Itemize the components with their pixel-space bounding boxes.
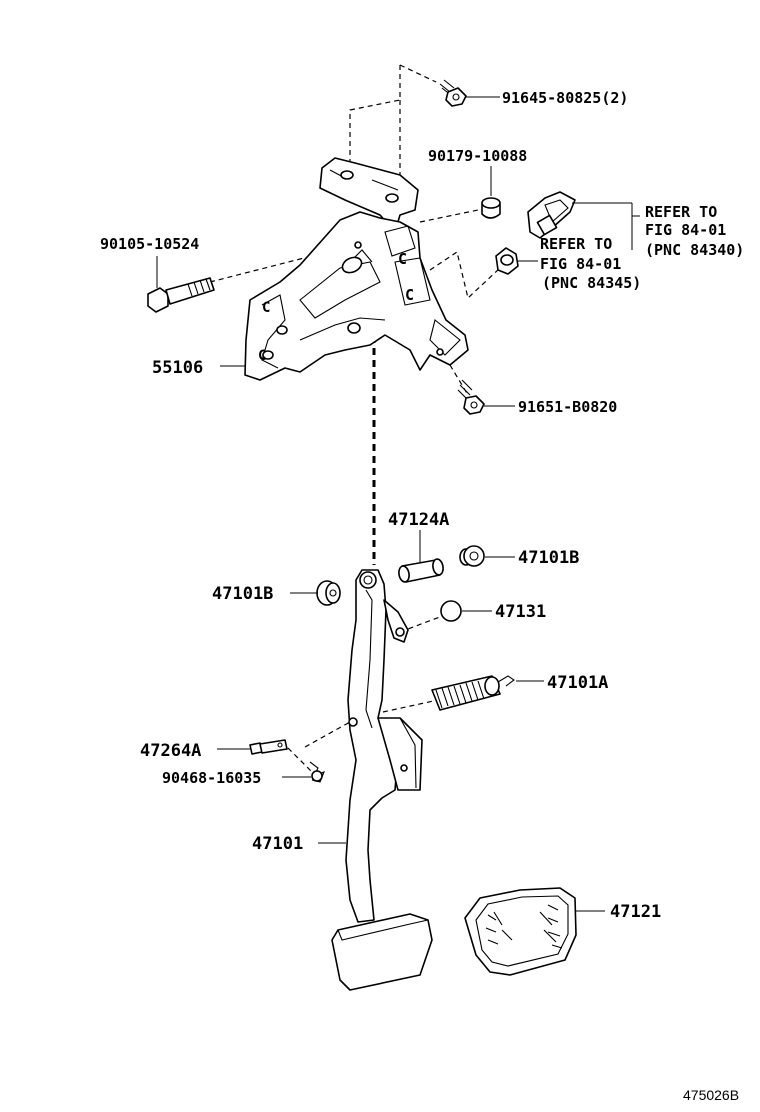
- bolt-91645-icon: [439, 79, 500, 107]
- pedal-bracket-55106: C C C C: [244, 157, 469, 381]
- label-refer-1-line2: FIG 84-01: [645, 221, 726, 239]
- bushing-47101b-right-icon: [459, 545, 515, 567]
- label-refer-1-line1: REFER TO: [645, 203, 717, 221]
- label-refer-2-line1: REFER TO: [540, 235, 612, 253]
- stopper-47131-icon: [440, 600, 492, 622]
- switch-grommet-icon: [495, 247, 538, 275]
- bracket-marker-c4: C: [258, 348, 266, 364]
- label-91645: 91645-80825(2): [502, 89, 628, 107]
- pin-47264a-icon: [217, 739, 288, 755]
- label-47101b-left: 47101B: [212, 584, 273, 604]
- pedal-foot: [331, 913, 433, 991]
- part-labels: 91645-80825(2) 90179-10088 REFER TO FIG …: [100, 89, 744, 1103]
- label-55106: 55106: [152, 358, 203, 378]
- bolt-90105-icon: [147, 256, 215, 313]
- label-refer-1-line3: (PNC 84340): [645, 241, 744, 259]
- label-47131: 47131: [495, 602, 546, 622]
- sleeve-47124a-icon: [398, 530, 444, 583]
- label-47121: 47121: [610, 902, 661, 922]
- bolt-91651-icon: [457, 379, 515, 415]
- label-90468: 90468-16035: [162, 769, 261, 787]
- label-refer-2-line2: FIG 84-01: [540, 255, 621, 273]
- bracket-marker-c3: C: [262, 300, 270, 316]
- pedal-arm-47101: [318, 569, 423, 923]
- bracket-marker-c2: C: [405, 286, 414, 304]
- stop-lamp-switch-icon: [527, 191, 640, 250]
- label-47124a: 47124A: [388, 510, 449, 530]
- label-90179: 90179-10088: [428, 147, 527, 165]
- clip-90468-icon: [282, 761, 325, 783]
- label-90105: 90105-10524: [100, 235, 199, 253]
- bracket-marker-c1: C: [398, 250, 407, 268]
- label-47101: 47101: [252, 834, 303, 854]
- label-47264a: 47264A: [140, 741, 201, 761]
- figure-id: 475026B: [683, 1087, 739, 1103]
- label-47101a: 47101A: [547, 673, 608, 693]
- bushing-47101b-left-icon: [290, 580, 341, 606]
- pedal-pad-47121-icon: [464, 887, 605, 976]
- label-91651: 91651-B0820: [518, 398, 617, 416]
- nut-90179-icon: [481, 166, 501, 219]
- spring-47101a-icon: [431, 675, 544, 711]
- label-47101b-right: 47101B: [518, 548, 579, 568]
- label-refer-2-line3: (PNC 84345): [542, 274, 641, 292]
